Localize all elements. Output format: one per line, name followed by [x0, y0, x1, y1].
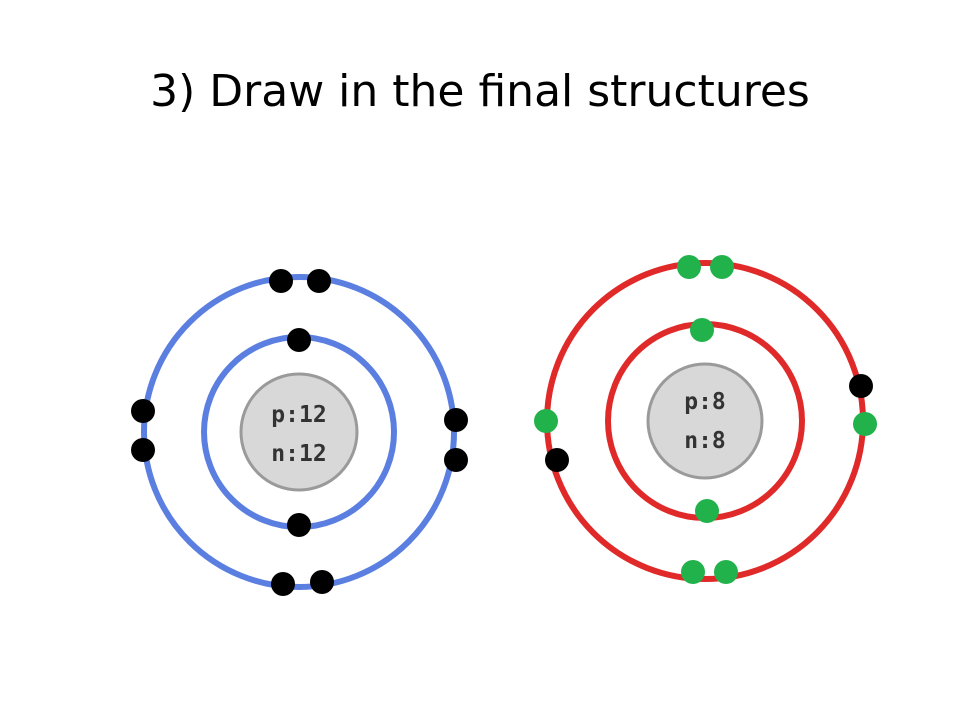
electron: [271, 572, 295, 596]
oxygen-nucleus: [646, 362, 764, 480]
magnesium-protons-label: p:12: [271, 402, 326, 428]
oxygen-outer-electrons: [534, 255, 877, 584]
electron: [444, 448, 468, 472]
electron: [690, 318, 714, 342]
electron: [287, 513, 311, 537]
oxygen-atom: p:8 n:8: [534, 255, 877, 584]
electron: [710, 255, 734, 279]
electron: [677, 255, 701, 279]
magnesium-nucleus: [239, 372, 359, 492]
electron: [695, 499, 719, 523]
oxygen-inner-electrons: [690, 318, 719, 523]
electron: [681, 560, 705, 584]
slide-title: 3) Draw in the final structures: [150, 66, 810, 117]
electron: [853, 412, 877, 436]
electron: [131, 399, 155, 423]
electron: [307, 269, 331, 293]
electron: [287, 328, 311, 352]
electron: [310, 570, 334, 594]
electron: [714, 560, 738, 584]
magnesium-neutrons-label: n:12: [271, 441, 326, 467]
electron: [545, 448, 569, 472]
magnesium-outer-shell: [141, 274, 457, 590]
electron: [534, 409, 558, 433]
magnesium-atom: p:12 n:12: [131, 269, 468, 596]
electron: [131, 438, 155, 462]
electron: [444, 408, 468, 432]
magnesium-inner-electrons: [287, 328, 311, 537]
electron: [269, 269, 293, 293]
magnesium-outer-electrons: [131, 269, 468, 596]
oxygen-protons-label: p:8: [684, 389, 726, 415]
electron: [849, 374, 873, 398]
oxygen-neutrons-label: n:8: [684, 428, 726, 454]
